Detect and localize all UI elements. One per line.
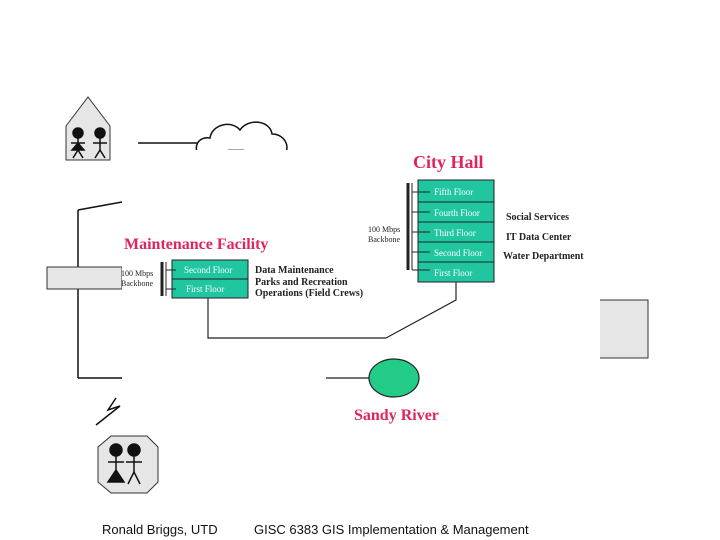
city-hall-link bbox=[385, 282, 457, 339]
city-hall-backbone bbox=[406, 183, 430, 271]
city-hall-floor-5: Fifth Floor bbox=[434, 187, 473, 197]
city-hall-backbone-label-2: Backbone bbox=[368, 235, 400, 244]
cloud-icon bbox=[195, 121, 288, 157]
city-hall-floor-3: Third Floor bbox=[434, 228, 476, 238]
footer-course: GISC 6383 GIS Implementation & Managemen… bbox=[254, 522, 529, 537]
city-hall-dept-it: IT Data Center bbox=[506, 232, 572, 243]
city-hall-dept-water: Water Department bbox=[503, 251, 584, 262]
footer-author: Ronald Briggs, UTD bbox=[102, 522, 218, 537]
maintenance-title: Maintenance Facility bbox=[124, 236, 268, 253]
maintenance-backbone-label-2: Backbone bbox=[121, 279, 153, 288]
city-hall-dept-social: Social Services bbox=[506, 212, 569, 223]
city-hall-floor-4: Fourth Floor bbox=[434, 208, 480, 218]
maintenance-backbone-label-1: 100 Mbps bbox=[121, 269, 153, 278]
right-node-box bbox=[597, 299, 649, 359]
stick-figures-icon bbox=[70, 127, 107, 159]
lightning-bolt-icon bbox=[95, 397, 121, 426]
house-icon bbox=[65, 96, 111, 161]
city-hall-floor-2: Second Floor bbox=[434, 248, 482, 258]
left-diagonal-link bbox=[77, 201, 123, 211]
maintenance-building bbox=[171, 259, 249, 299]
city-hall-backbone-label-1: 100 Mbps bbox=[368, 225, 400, 234]
maintenance-floor-2: Second Floor bbox=[184, 265, 232, 275]
maintenance-link bbox=[207, 298, 386, 339]
maintenance-floor-1: First Floor bbox=[186, 284, 224, 294]
maintenance-dept-data: Data Maintenance bbox=[255, 265, 334, 276]
city-hall-floor-1: First Floor bbox=[434, 268, 472, 278]
maintenance-backbone bbox=[160, 262, 176, 296]
octagon-icon bbox=[97, 435, 159, 494]
maintenance-dept-ops: Operations (Field Crews) bbox=[255, 288, 363, 299]
sandy-river-title: Sandy River bbox=[354, 407, 439, 424]
city-hall-title: City Hall bbox=[413, 152, 484, 172]
left-node-box bbox=[46, 266, 123, 290]
sandy-river-node bbox=[368, 358, 420, 398]
city-hall-building bbox=[417, 179, 495, 283]
maintenance-dept-parks: Parks and Recreation bbox=[255, 277, 348, 288]
cloud-label: ........ bbox=[228, 143, 244, 152]
